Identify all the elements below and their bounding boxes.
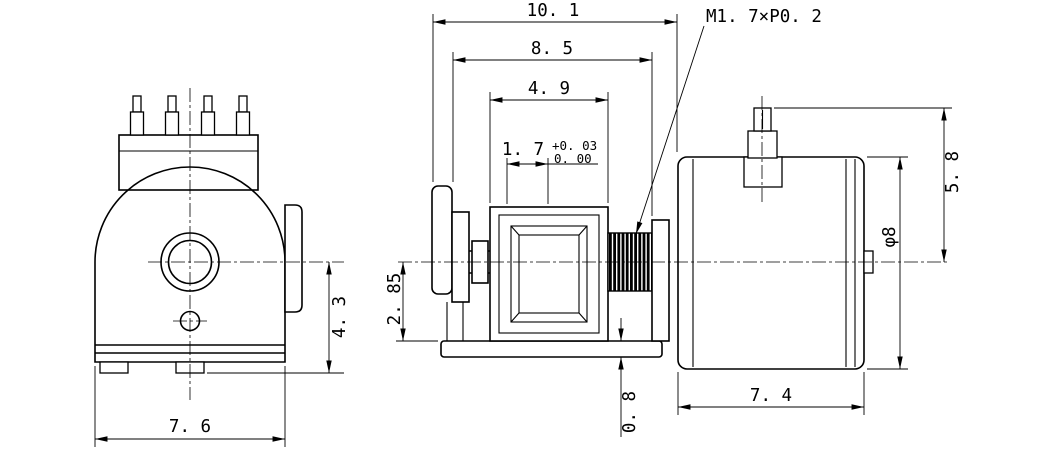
terminal-recess <box>743 156 783 188</box>
terminal-plate <box>118 134 259 191</box>
mount-foot-left <box>99 361 129 374</box>
bracket-base-plate <box>440 340 663 358</box>
dim-axis-to-terminal-top: 5. 8 <box>774 107 963 262</box>
dim-motor-diameter-text: φ8 <box>880 226 900 247</box>
dim-gearbox-length-text: 4. 9 <box>528 79 570 99</box>
gearbox-housing <box>489 206 609 342</box>
dim-boss-width-text: 1. 7 <box>502 140 544 160</box>
centerlines <box>148 88 950 400</box>
dim-front-to-thread-end: 8. 5 <box>452 39 653 216</box>
dim-gearbox-length: 4. 9 <box>489 79 609 203</box>
thread-leader-line <box>635 25 705 235</box>
side-tab <box>284 204 303 313</box>
dim-axis-to-base-text: 2. 85 <box>385 273 405 326</box>
motor-body <box>677 156 865 370</box>
dim-motor-length-text: 7. 4 <box>750 386 792 406</box>
dim-boss-tol-upper-text: +0. 03 <box>552 138 597 153</box>
dimensions: 7. 6 4. 3 10. 1 8. 5 4. 9 <box>94 1 963 447</box>
thread-callout-text: M1. 7×P0. 2 <box>706 7 822 27</box>
dim-front-axis-height-text: 4. 3 <box>330 296 350 338</box>
dim-boss-tol-lower-text: 0. 00 <box>554 151 592 166</box>
dim-front-width: 7. 6 <box>94 366 286 447</box>
dim-axis-to-base: 2. 85 <box>385 262 438 342</box>
dim-motor-length: 7. 4 <box>677 372 865 415</box>
dim-boss-width: 1. 7 +0. 03 0. 00 <box>502 138 598 204</box>
dim-front-to-thread-end-text: 8. 5 <box>531 39 573 59</box>
side-view <box>431 107 874 370</box>
dim-front-width-text: 7. 6 <box>169 417 211 437</box>
terminal-pins-front <box>129 95 251 136</box>
front-view <box>94 95 303 374</box>
thread-callout: M1. 7×P0. 2 <box>635 7 822 235</box>
dim-front-axis-height: 4. 3 <box>207 262 350 374</box>
dim-overall-length-text: 10. 1 <box>527 1 580 21</box>
motor-mount-plate <box>651 219 670 342</box>
dim-axis-to-terminal-top-text: 5. 8 <box>943 151 963 193</box>
dim-motor-diameter: φ8 <box>867 156 908 370</box>
terminal-base <box>747 130 778 159</box>
dim-base-thickness-text: 0. 8 <box>620 391 640 433</box>
bracket-inner-plate <box>451 211 470 303</box>
bracket-front-plate <box>431 185 453 295</box>
dim-base-thickness: 0. 8 <box>618 318 640 437</box>
dim-overall-length: 10. 1 <box>432 1 678 182</box>
